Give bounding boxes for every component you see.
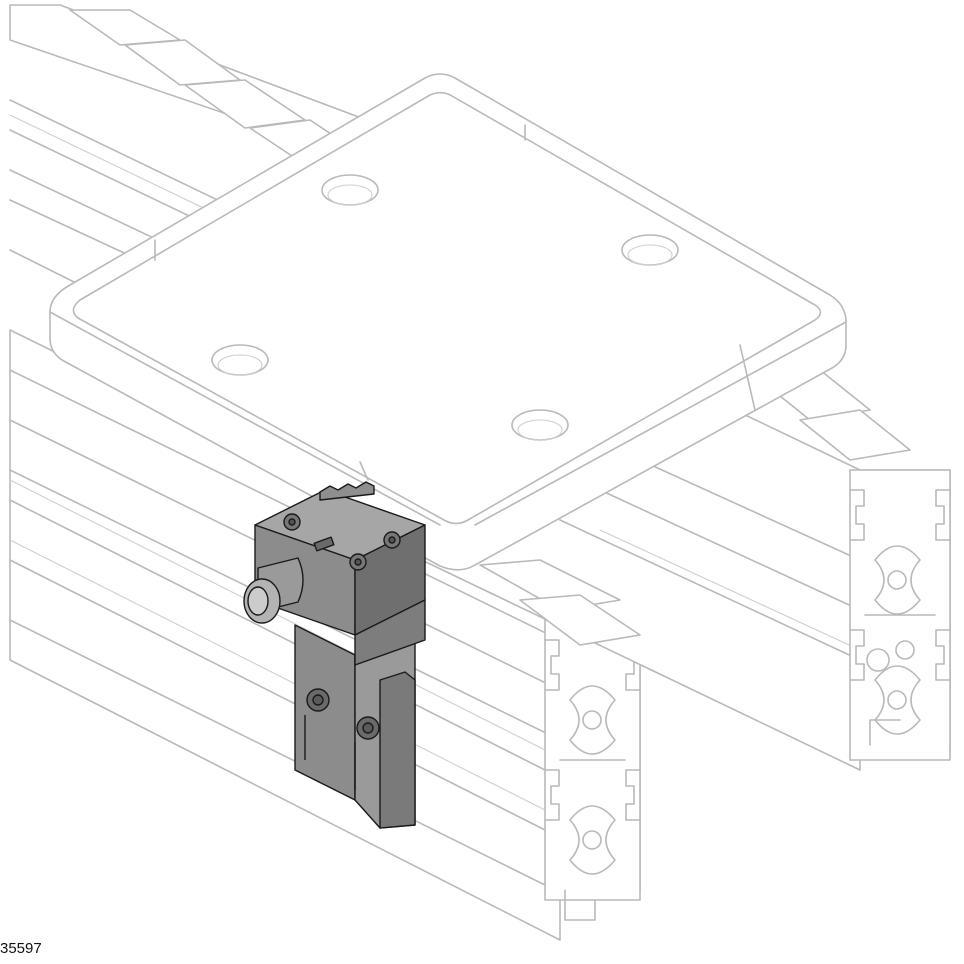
carriage-plate [49, 73, 847, 571]
figure-id-label: 35597 [0, 940, 42, 957]
sensor-connector [243, 557, 304, 624]
sensor-body [254, 481, 426, 666]
left-profile-end-face [544, 619, 641, 921]
right-profile-end-face [849, 469, 951, 761]
sensor-mounting-bracket [294, 624, 416, 829]
proximity-sensor-assembly [243, 481, 426, 829]
left-profile-rail [9, 329, 641, 941]
mounting-hole [511, 409, 569, 441]
mounting-hole [211, 344, 269, 376]
mounting-hole [621, 234, 679, 266]
mounting-hole [321, 174, 379, 206]
